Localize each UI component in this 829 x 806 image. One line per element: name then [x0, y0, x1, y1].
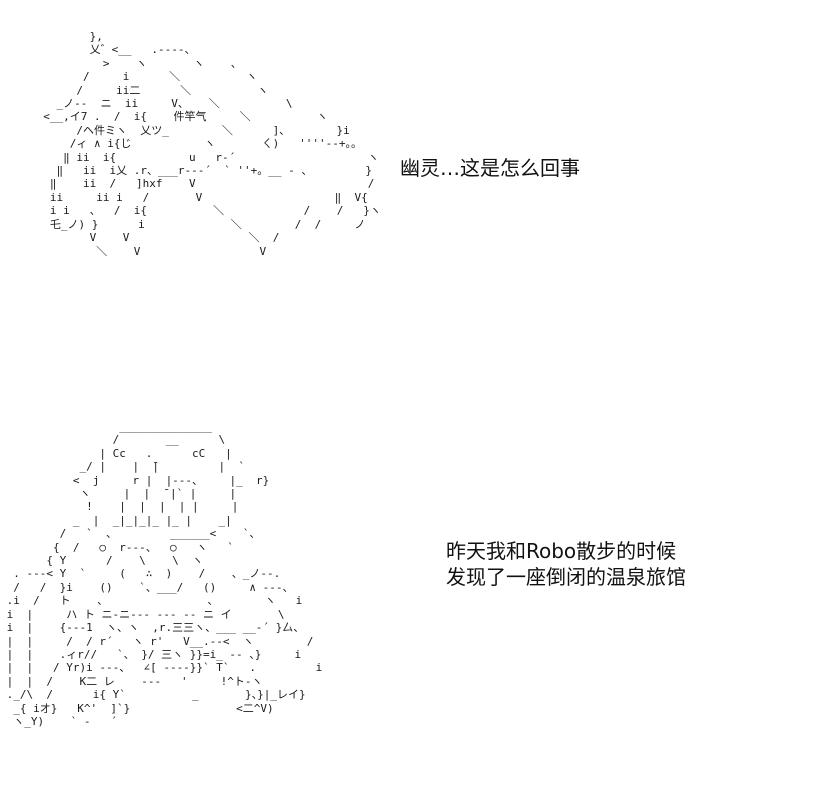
- panel-robot: ______________ / __ \ | Cc . cC | _/ | |…: [0, 400, 829, 806]
- caption-line-2: 发现了一座倒闭的温泉旅馆: [446, 565, 686, 589]
- panel-ghost: }, 乂゛<__ .----、 > ヽ ヽ 、 / i ＼ ヽ / ii二 ＼ …: [0, 0, 829, 400]
- caption-line-1: 昨天我和Robo散步的时候: [446, 539, 677, 563]
- caption-ghost: 幽灵…这是怎么回事: [400, 156, 580, 180]
- ascii-art-robot-character: ______________ / __ \ | Cc . cC | _/ | |…: [6, 420, 323, 728]
- ascii-art-ghost-character: }, 乂゛<__ .----、 > ヽ ヽ 、 / i ＼ ヽ / ii二 ＼ …: [43, 30, 381, 258]
- caption-robot: 昨天我和Robo散步的时候 发现了一座倒闭的温泉旅馆: [446, 538, 686, 590]
